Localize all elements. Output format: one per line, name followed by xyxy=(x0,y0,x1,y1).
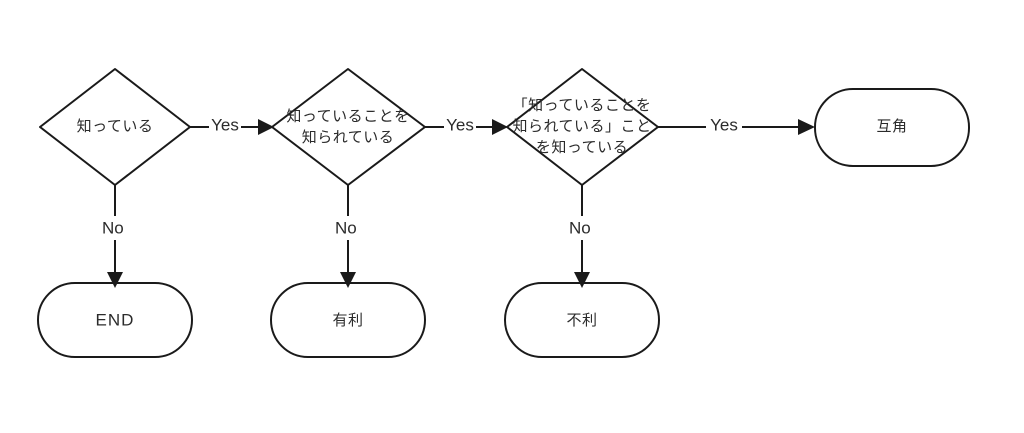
edge-no-2-label: No xyxy=(335,218,357,237)
edge-no-3-label: No xyxy=(569,218,591,237)
edge-yes-1-label: Yes xyxy=(211,115,239,134)
node-terminal-end[interactable]: END xyxy=(37,282,193,358)
node-terminal-yuuri[interactable]: 有利 xyxy=(270,282,426,358)
node-decision-1[interactable]: 知っている xyxy=(39,68,191,186)
edge-yes-3-label: Yes xyxy=(710,115,738,134)
edge-yes-1: Yes xyxy=(190,115,274,135)
edge-no-1-label: No xyxy=(102,218,124,237)
edge-yes-3-arrowhead xyxy=(798,119,815,135)
node-terminal-gokaku-label: 互角 xyxy=(876,118,907,135)
node-terminal-furi[interactable]: 不利 xyxy=(504,282,660,358)
node-decision-3-line-2: を知っている xyxy=(536,139,628,156)
edge-no-2: No xyxy=(335,185,357,288)
edge-no-3-arrowhead xyxy=(574,272,590,288)
node-terminal-end-label: END xyxy=(96,310,135,329)
node-decision-2[interactable]: 知っていることを 知られている xyxy=(271,68,426,186)
edge-no-1-arrowhead xyxy=(107,272,123,288)
node-decision-3[interactable]: 「知っていることを 知られている」こと を知っている xyxy=(506,68,659,186)
edge-yes-2-label: Yes xyxy=(446,115,474,134)
node-decision-2-line-0: 知っていることを xyxy=(286,108,409,125)
node-decision-3-line-1: 知られている」こと xyxy=(512,118,651,135)
edge-yes-1-arrowhead xyxy=(258,119,274,135)
edge-yes-2-arrowhead xyxy=(492,119,508,135)
diamond-shape xyxy=(271,68,426,186)
node-decision-2-line-1: 知られている xyxy=(302,129,395,146)
node-terminal-yuuri-label: 有利 xyxy=(332,312,363,329)
node-decision-3-line-0: 「知っていることを xyxy=(513,97,652,114)
edge-yes-2: Yes xyxy=(425,115,508,135)
node-decision-1-line-0: 知っている xyxy=(77,118,154,135)
node-terminal-furi-label: 不利 xyxy=(566,312,597,329)
node-terminal-gokaku[interactable]: 互角 xyxy=(814,88,970,167)
edge-yes-3: Yes xyxy=(658,115,815,135)
edge-no-1: No xyxy=(102,185,124,288)
edge-no-3: No xyxy=(569,185,591,288)
edge-no-2-arrowhead xyxy=(340,272,356,288)
rounded-rect-shape xyxy=(814,88,970,167)
